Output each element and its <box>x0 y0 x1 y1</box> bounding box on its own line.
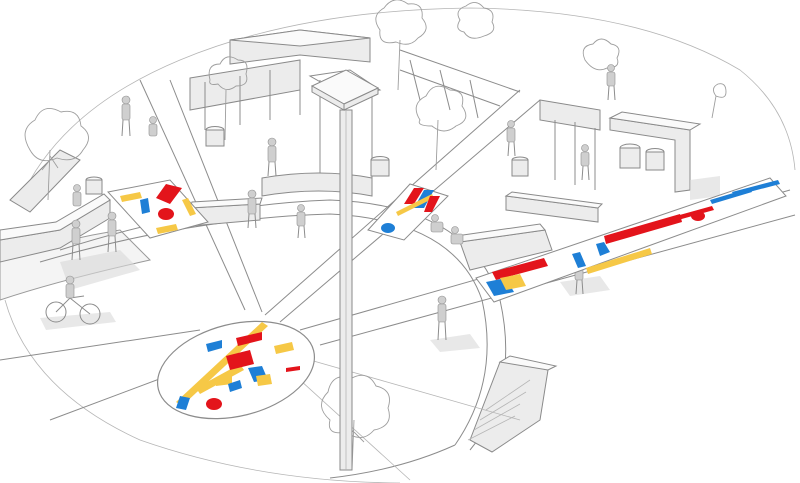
person-figure <box>506 120 516 157</box>
person-figure <box>107 211 117 253</box>
person-figure <box>296 204 306 239</box>
person-figure <box>121 95 131 137</box>
left-pavement-panel <box>107 179 209 239</box>
center-pavement-panel <box>367 183 449 241</box>
ground-plane <box>0 7 796 483</box>
background-structures <box>85 29 702 223</box>
person-figure <box>437 295 447 341</box>
linear-pavement-mural <box>475 177 787 303</box>
person-figure <box>580 144 590 181</box>
tall-lamp-post <box>310 69 380 471</box>
person-figure <box>247 189 257 229</box>
person-figure <box>267 137 277 177</box>
person-figure <box>71 219 81 261</box>
pedestrian-figures <box>71 64 616 341</box>
person-figure <box>148 116 158 137</box>
person-figure <box>72 184 82 207</box>
person-figure <box>450 226 464 245</box>
person-figure <box>606 64 616 101</box>
oval-ground-mural <box>156 320 316 420</box>
cyclist-figure <box>45 275 101 325</box>
person-figure <box>430 214 444 233</box>
